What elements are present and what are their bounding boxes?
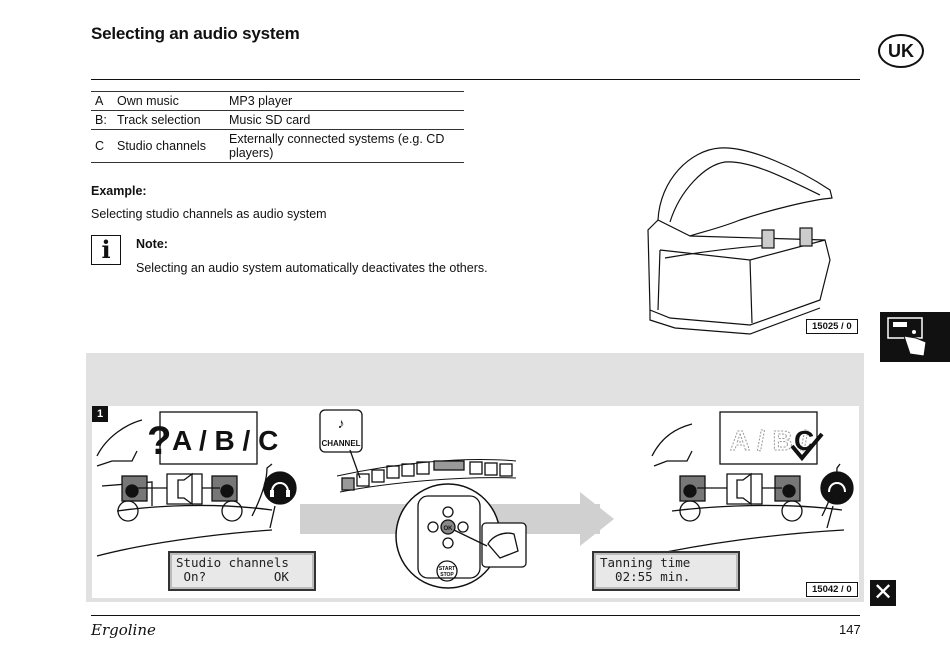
tanning-bed-illustration — [647, 147, 833, 335]
lcd-line: Studio channels — [176, 555, 289, 570]
selected-option-c: C — [794, 425, 814, 456]
channel-button-label: CHANNEL — [321, 439, 360, 448]
stop-label: STOP — [440, 572, 454, 578]
lcd-line: Tanning time — [600, 555, 691, 570]
question-mark: ? — [147, 419, 171, 463]
brand-logo: Ergoline — [91, 621, 156, 639]
page-title: Selecting an audio system — [91, 24, 300, 43]
start-label: START — [439, 566, 455, 572]
row-key: C — [95, 139, 105, 153]
figure-reference: 15025 / 0 — [806, 319, 858, 334]
row-label: Track selection — [117, 113, 201, 127]
row-key: B: — [95, 113, 107, 127]
figure-reference: 15042 / 0 — [806, 582, 858, 597]
lcd-display-right: Tanning time 02:55 min. — [592, 551, 740, 591]
page-number: 147 — [839, 622, 861, 637]
note-heading: Note: — [136, 237, 168, 251]
row-value: Music SD card — [229, 113, 311, 127]
header-divider — [91, 79, 860, 80]
music-note-icon: ♪ — [338, 415, 345, 431]
audio-system-table: A Own music MP3 player B: Track selectio… — [91, 91, 464, 163]
row-label: Studio channels — [117, 139, 206, 153]
ok-button-label: OK — [444, 526, 454, 532]
control-panel-icon — [887, 317, 927, 357]
table-row: A Own music MP3 player — [91, 91, 464, 111]
close-icon: ✕ — [870, 580, 896, 606]
example-heading: Example: — [91, 184, 147, 198]
row-label: Own music — [117, 94, 179, 108]
row-key: A — [95, 94, 104, 108]
example-text: Selecting studio channels as audio syste… — [91, 207, 327, 221]
table-row: B: Track selection Music SD card — [91, 110, 464, 130]
row-value: Externally connected systems (e.g. CD pl… — [229, 132, 445, 160]
info-icon: i — [91, 235, 121, 265]
step-number-badge: 1 — [92, 406, 108, 422]
table-row: C Studio channels Externally connected s… — [91, 129, 464, 163]
lcd-line: 02:55 min. — [600, 569, 691, 584]
footer-divider — [91, 615, 860, 616]
audio-selection-diagram: ? A / B / C ♪ CHANNEL OK START STOP A / … — [92, 406, 859, 598]
note-text: Selecting an audio system automatically … — [136, 261, 488, 275]
abc-faded-options: A / B / — [730, 425, 809, 456]
language-badge: UK — [878, 34, 924, 68]
row-value: MP3 player — [229, 94, 293, 108]
section-tab — [880, 312, 950, 362]
lcd-display-left: Studio channels On? OK — [168, 551, 316, 591]
lcd-line: On? OK — [176, 569, 289, 584]
abc-options-label: A / B / C — [172, 425, 278, 456]
